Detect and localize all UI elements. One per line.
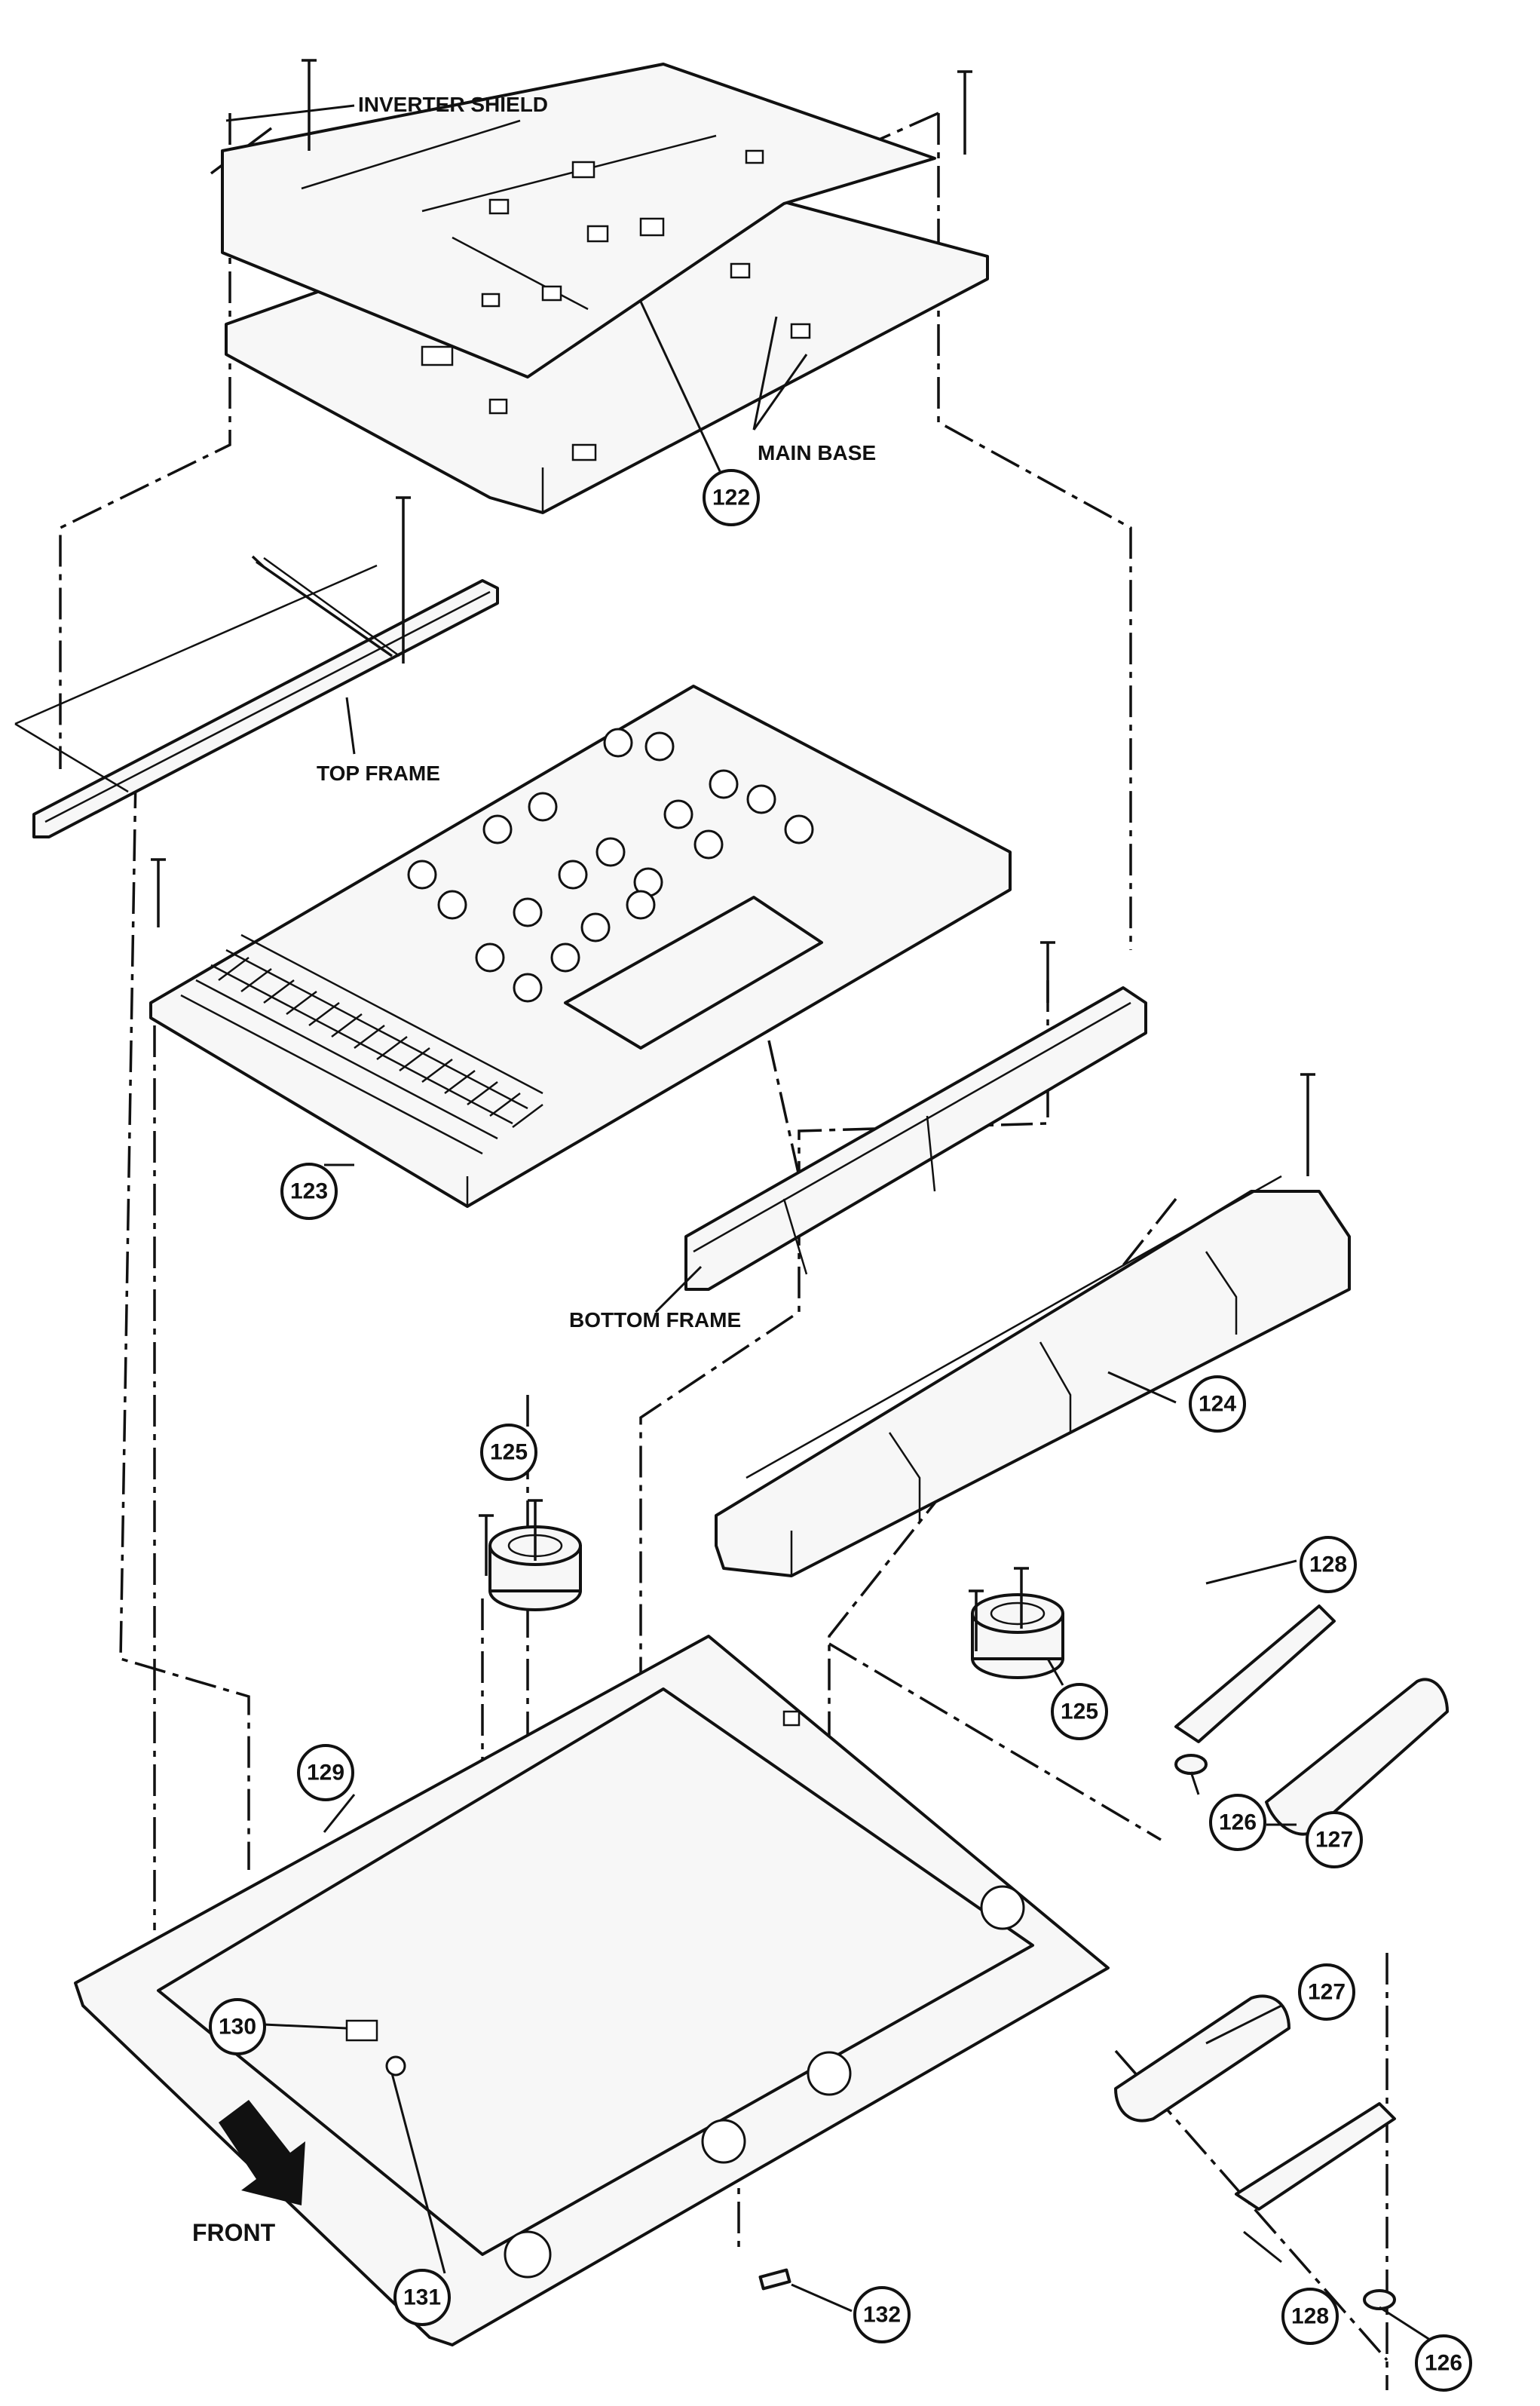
- svg-text:128: 128: [1291, 2304, 1329, 2329]
- callout-130: 130: [209, 1998, 266, 2055]
- screw-icon: [1014, 1567, 1029, 1629]
- screw-icon: [1040, 941, 1055, 1003]
- svg-text:127: 127: [1308, 1980, 1346, 2005]
- svg-text:131: 131: [403, 2285, 441, 2310]
- speaker-left: [488, 1525, 582, 1611]
- svg-text:129: 129: [307, 1761, 344, 1785]
- side-bracket-upper: [1174, 1605, 1449, 1836]
- svg-text:125: 125: [490, 1440, 528, 1465]
- screw-icon: [528, 1499, 543, 1561]
- screw-icon: [479, 1514, 494, 1576]
- screw-icon: [957, 70, 972, 155]
- svg-text:130: 130: [219, 2015, 256, 2040]
- callout-123: 123: [280, 1163, 338, 1220]
- svg-text:122: 122: [712, 486, 750, 510]
- callout-125-left: 125: [480, 1424, 537, 1481]
- screw-icon: [302, 59, 317, 151]
- callout-128-upper: 128: [1300, 1536, 1357, 1593]
- top-frame-label: TOP FRAME: [317, 762, 440, 785]
- callout-122: 122: [703, 469, 760, 526]
- main-base-label: MAIN BASE: [758, 441, 876, 464]
- svg-text:127: 127: [1315, 1828, 1353, 1853]
- svg-text:126: 126: [1425, 2351, 1462, 2376]
- callout-127-upper: 127: [1306, 1811, 1363, 1868]
- side-bracket-lower: [1114, 1994, 1396, 2211]
- callout-126-upper: 126: [1209, 1794, 1266, 1851]
- chassis-part: [149, 685, 1012, 1208]
- front-label: FRONT: [192, 2219, 276, 2246]
- callout-127-lower: 127: [1298, 1963, 1355, 2021]
- small-part-132: [758, 2268, 791, 2291]
- svg-text:124: 124: [1199, 1392, 1236, 1417]
- front-cabinet-part: [74, 1635, 1110, 2346]
- callout-128-lower: 128: [1281, 2288, 1339, 2345]
- pointer-lines: [225, 104, 1433, 2343]
- bottom-frame-part: [684, 986, 1147, 1291]
- washer-upper: [1174, 1754, 1208, 1775]
- callout-131: 131: [393, 2269, 451, 2326]
- bottom-frame-label: BOTTOM FRAME: [569, 1308, 741, 1332]
- callout-125-right: 125: [1051, 1683, 1108, 1740]
- washer-lower: [1363, 2289, 1396, 2310]
- svg-text:132: 132: [863, 2303, 901, 2328]
- down-right-arrow-icon: [219, 2100, 305, 2205]
- screw-icon: [396, 496, 411, 664]
- svg-text:123: 123: [290, 1179, 328, 1204]
- chassis-vent-slots: [218, 957, 543, 1128]
- inverter-shield-label: INVERTER SHIELD: [358, 93, 548, 116]
- screw-icon: [969, 1589, 984, 1651]
- screw-icon: [151, 858, 166, 927]
- callout-129: 129: [297, 1744, 354, 1801]
- callout-132: 132: [853, 2286, 911, 2343]
- svg-text:128: 128: [1309, 1552, 1347, 1577]
- callout-124: 124: [1189, 1375, 1246, 1433]
- screw-icon: [251, 555, 393, 657]
- speaker-bracket-part: [715, 1175, 1351, 1577]
- inverter-shield: [221, 63, 936, 379]
- svg-text:125: 125: [1061, 1700, 1098, 1724]
- speaker-right: [971, 1593, 1064, 1679]
- screw-icon: [1300, 1073, 1315, 1176]
- top-frame-part: [14, 556, 499, 838]
- main-base-assembly: [221, 63, 989, 514]
- callout-126-lower: 126: [1415, 2334, 1472, 2392]
- screws: [151, 59, 1315, 1651]
- svg-text:126: 126: [1219, 1810, 1257, 1835]
